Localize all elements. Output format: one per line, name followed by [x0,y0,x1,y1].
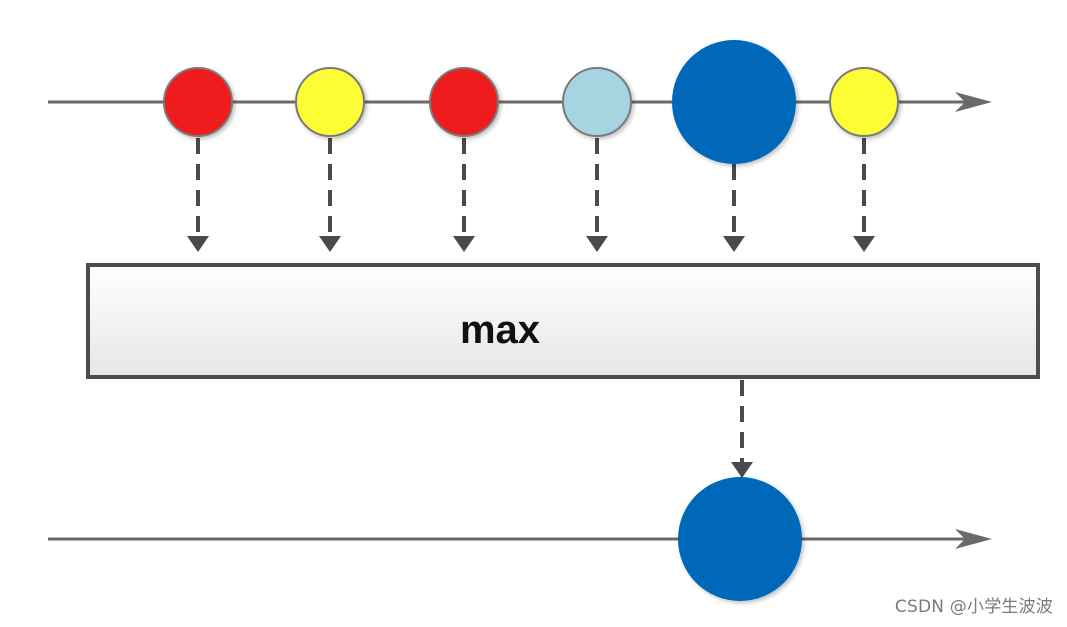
input-timeline-arrowhead [955,92,992,112]
input-marbles [163,40,899,164]
input-marble-3 [429,67,499,137]
operator-box-rect [86,263,1040,379]
input-marble-5 [672,40,796,164]
input-marble-2 [295,67,365,137]
input-connector-1-arrowhead [187,236,209,252]
output-connector [731,380,753,478]
operator-box: max [86,263,1040,379]
input-marble-4 [562,67,632,137]
input-connector-2-arrowhead [319,236,341,252]
output-marble-1 [678,477,802,601]
output-marbles [678,477,802,601]
input-connector-3-arrowhead [453,236,475,252]
input-marble-6 [829,67,899,137]
watermark: CSDN @小学生波波 [894,597,1053,617]
output-timeline [48,529,992,549]
input-connector-4-arrowhead [586,236,608,252]
input-marble-1 [163,67,233,137]
output-timeline-arrowhead [955,529,992,549]
input-connectors [187,138,875,252]
output-connector-arrowhead [731,462,753,478]
input-connector-5-arrowhead [723,236,745,252]
input-connector-6-arrowhead [853,236,875,252]
operator-label: max [460,308,540,352]
